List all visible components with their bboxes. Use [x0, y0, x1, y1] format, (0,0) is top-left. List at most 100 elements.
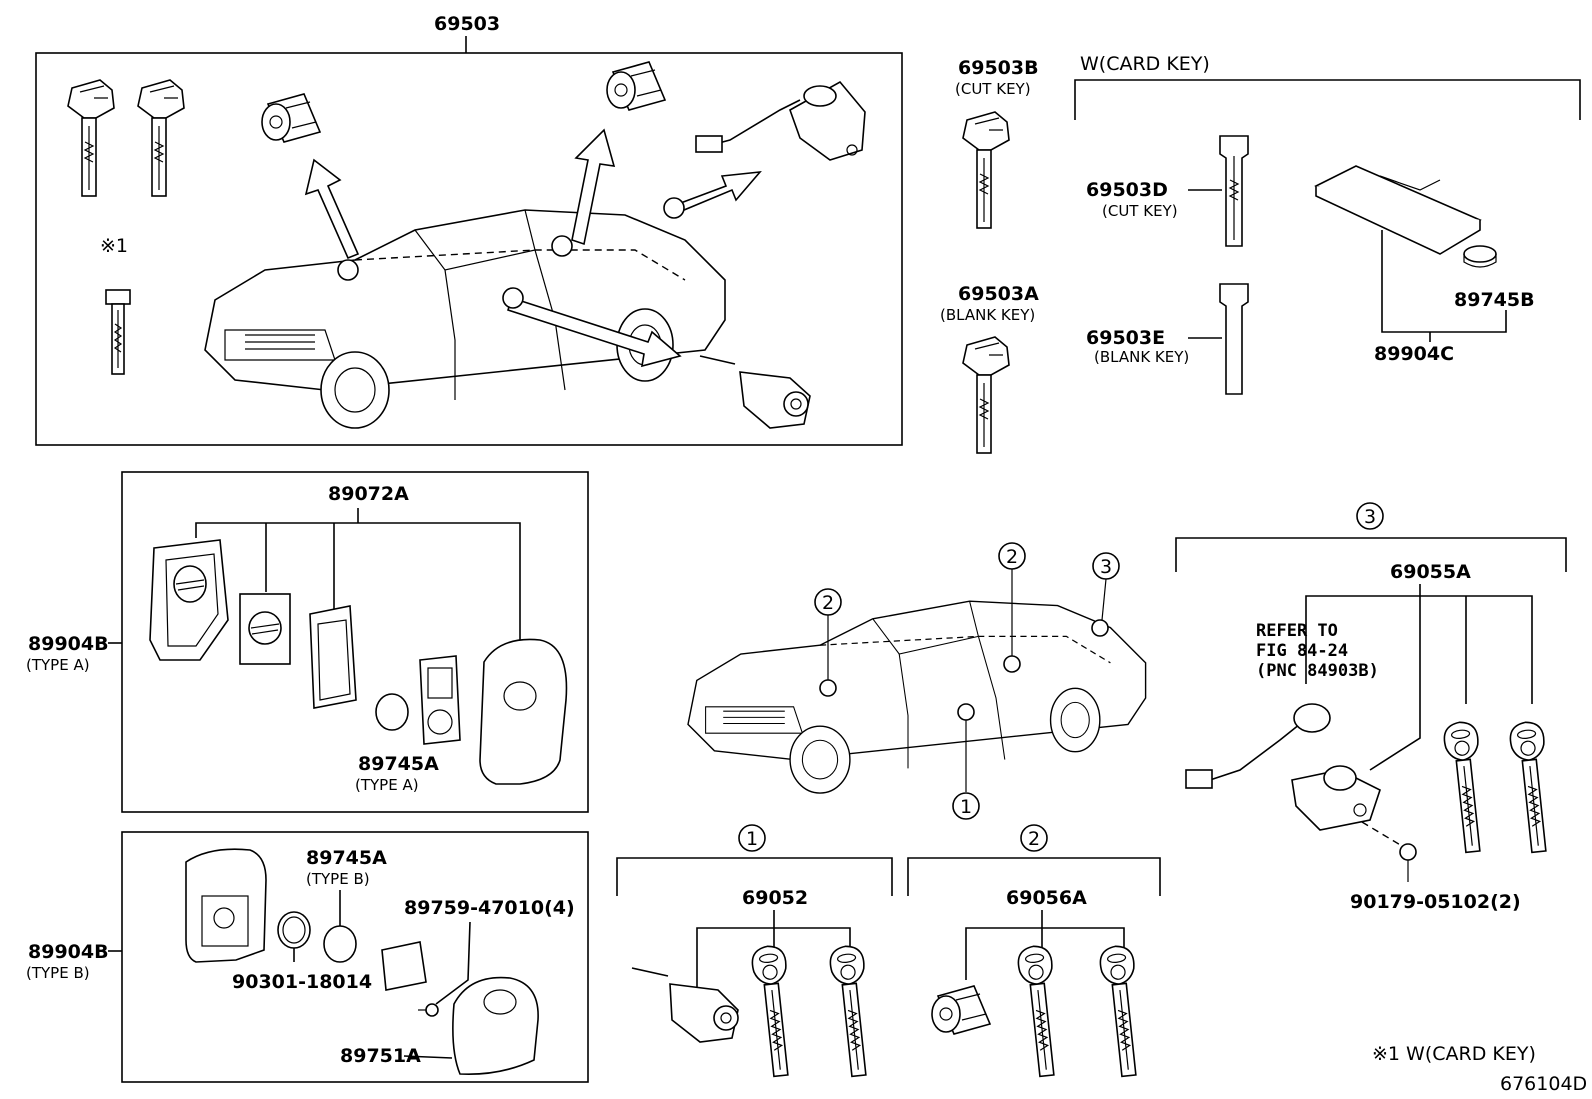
- svg-text:1: 1: [746, 828, 758, 850]
- label-blank-key-a: 69503A: [958, 283, 1039, 305]
- label-refer-line-3: (PNC 84903B): [1256, 661, 1379, 681]
- label-battery-a-note: (TYPE A): [355, 776, 419, 794]
- coin-battery-a-type-b: [323, 925, 357, 963]
- label-battery-b: 89745B: [1454, 289, 1535, 311]
- cut-key-b: [962, 111, 1010, 229]
- label-cut-key-d: 69503D: [1086, 179, 1168, 201]
- key-housing-b: [185, 848, 267, 963]
- car-key-set-1-b: [827, 943, 877, 1079]
- set-bracket-2: [907, 857, 1161, 896]
- label-housing-a: 89904B: [28, 633, 109, 655]
- smart-key-2: [137, 79, 185, 197]
- assembly-box-type-b: [121, 831, 589, 1083]
- arrows-top: [304, 128, 762, 368]
- location-dot: [502, 287, 524, 309]
- card-bracket: [1381, 230, 1507, 333]
- lock-cylinder-top-left: [261, 93, 321, 143]
- label-housing-a-note: (TYPE A): [26, 656, 90, 674]
- assembly-box-69503: [35, 52, 903, 446]
- leader-line: [403, 1055, 453, 1059]
- emergency-key-blade: [105, 289, 131, 375]
- door-lock-cylinder: [931, 985, 991, 1035]
- label-battery-a: 89745A: [358, 753, 439, 775]
- note-mark: ※1: [100, 235, 128, 257]
- label-refer-line-2: FIG 84-24: [1256, 641, 1348, 661]
- svg-text:2: 2: [1028, 828, 1040, 850]
- key-cover-b: [452, 976, 539, 1076]
- car-key-set-2-b: [1097, 943, 1147, 1079]
- label-cut-key-b-note: (CUT KEY): [955, 80, 1031, 98]
- label-blank-key-e-note: (BLANK KEY): [1094, 348, 1189, 366]
- coin-battery-b: [1463, 245, 1497, 268]
- label-cut-key-b: 69503B: [958, 57, 1039, 79]
- label-ignition-set: 69052: [742, 887, 808, 909]
- circuit-board-a: [309, 605, 357, 709]
- o-ring: [277, 911, 311, 949]
- label-card-key-header: W(CARD KEY): [1080, 53, 1210, 75]
- card-key: [1314, 165, 1482, 255]
- blank-key-a: [962, 336, 1010, 454]
- ignition-lock-assembly: [699, 355, 811, 429]
- label-battery-a-b-note: (TYPE B): [306, 870, 370, 888]
- label-housing-b: 89904B: [28, 941, 109, 963]
- callout-3: 3: [1091, 552, 1120, 637]
- card-key-bracket: [1074, 79, 1581, 120]
- car-key-set-3-a: [1441, 719, 1491, 855]
- label-cut-key-d-note: (CUT KEY): [1102, 202, 1178, 220]
- label-battery-a-b: 89745A: [306, 847, 387, 869]
- svg-text:2: 2: [1006, 546, 1018, 568]
- cut-key-d: [1219, 135, 1249, 247]
- parts-bracket-3: [1305, 584, 1533, 771]
- key-cover-a: [479, 638, 568, 785]
- svg-text:2: 2: [822, 592, 834, 614]
- label-housing-b-note: (TYPE B): [26, 964, 90, 982]
- car-illustration-center: [687, 600, 1147, 794]
- key-housing-frame-a: [149, 539, 229, 661]
- car-key-set-3-b: [1507, 719, 1557, 855]
- smart-key-1: [67, 79, 115, 197]
- label-cover: 89751A: [340, 1045, 421, 1067]
- trunk-switch-harness: [1185, 703, 1331, 789]
- trunk-lock-assembly: [1291, 765, 1403, 847]
- car-key-set-1-a: [749, 943, 799, 1079]
- label-top-assembly: 69503: [434, 13, 500, 35]
- label-refer-line-1: REFER TO: [1256, 621, 1338, 641]
- set-bracket-1: [616, 857, 893, 896]
- callout-2-left: 2: [814, 588, 842, 697]
- car-illustration-top: [204, 209, 726, 429]
- svg-text:3: 3: [1364, 506, 1376, 528]
- callout-2-header: 2: [1020, 824, 1048, 852]
- cover-plate: [381, 941, 427, 991]
- callout-2-right: 2: [998, 542, 1026, 673]
- car-key-set-2-a: [1015, 943, 1065, 1079]
- label-blank-key-a-note: (BLANK KEY): [940, 306, 1035, 324]
- label-card-c: 89904C: [1374, 343, 1454, 365]
- location-dot: [663, 197, 685, 219]
- ignition-lock-set-1: [631, 967, 739, 1043]
- location-dot: [551, 235, 573, 257]
- callout-3-header: 3: [1356, 502, 1384, 530]
- label-transmitter-a: 89072A: [328, 483, 409, 505]
- label-screw: 89759-47010(4): [404, 897, 575, 919]
- svg-text:3: 3: [1100, 556, 1112, 578]
- location-dot: [337, 259, 359, 281]
- label-door-set: 69056A: [1006, 887, 1087, 909]
- callout-1-header: 1: [738, 824, 766, 852]
- leader-line: [435, 921, 471, 1005]
- footnote: ※1 W(CARD KEY): [1372, 1043, 1536, 1065]
- svg-text:1: 1: [960, 796, 972, 818]
- assembly-box-type-a: [121, 471, 589, 813]
- lock-cylinder-top-center: [606, 61, 666, 111]
- ignition-switch-assembly: [695, 80, 866, 161]
- label-oring: 90301-18014: [232, 971, 372, 993]
- figure-id: 676104D: [1500, 1073, 1587, 1095]
- blank-key-e: [1219, 283, 1249, 395]
- callout-1: 1: [952, 703, 980, 820]
- coin-battery-a: [375, 693, 409, 731]
- battery-holder-a: [419, 655, 461, 745]
- set-bracket-3: [1175, 537, 1567, 572]
- label-trunk-set: 69055A: [1390, 561, 1471, 583]
- screw: [418, 1003, 439, 1017]
